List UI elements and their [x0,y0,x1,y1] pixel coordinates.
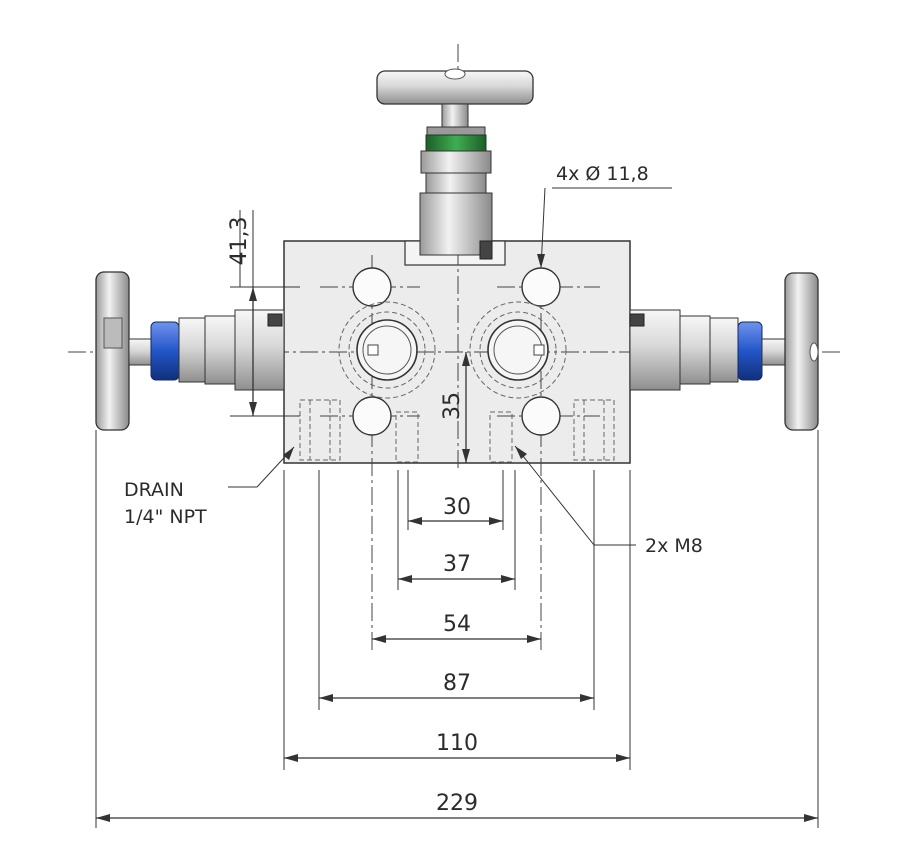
right-valve [629,272,819,431]
dim-vertical-height: 35 [440,392,465,420]
dim-mount-hole-spacing: 87 [443,671,471,696]
hidden-threads [299,399,615,463]
annotation-notes: 4x Ø 11,8 2x M8 DRAIN 1/4" NPT [124,163,703,557]
note-threaded-holes: 2x M8 [645,535,703,557]
dim-overall-width: 229 [436,791,478,816]
note-drain-line2: 1/4" NPT [124,506,207,528]
note-drain-line1: DRAIN [124,479,184,501]
left-valve [95,271,285,431]
dimension-labels: 229 110 87 54 37 30 35 41,3 [227,217,478,816]
mounting-holes [352,267,561,436]
dim-port-spacing-inner: 30 [443,495,471,520]
process-ports [338,301,567,399]
note-mount-holes: 4x Ø 11,8 [556,163,649,185]
dim-bolt-spacing: 54 [443,612,471,637]
dim-port-spacing-outer: 37 [443,552,471,577]
dim-body-width: 110 [436,731,478,756]
dim-top-offset: 41,3 [227,217,252,266]
top-valve [376,68,534,260]
dimension-lines [95,187,819,828]
